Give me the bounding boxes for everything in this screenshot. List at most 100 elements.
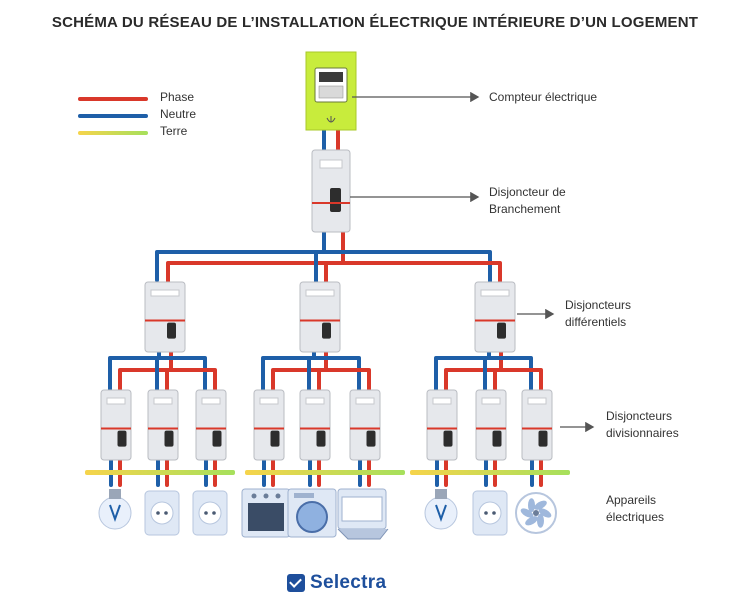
light-bulb-icon-cap [109, 489, 121, 499]
divisional-breaker [195, 389, 227, 461]
appliances [98, 488, 557, 540]
divisional-breaker-label-plate [259, 397, 279, 405]
fan-icon-blade [537, 513, 544, 528]
divisional-breaker [521, 389, 553, 461]
fan-icon-blade [525, 516, 538, 526]
fan-icon-hub [533, 510, 539, 516]
socket-icon-pin [492, 511, 496, 515]
light-bulb-icon-glass [98, 496, 132, 530]
callout-differentiels-line1: Disjoncteurs [565, 298, 632, 312]
callout-divisionnaires-line1: Disjoncteurs [606, 409, 673, 423]
socket-icon-pin [164, 511, 168, 515]
divisional-breaker-label-plate [153, 397, 173, 405]
light-bulb-icon-cap [435, 489, 447, 499]
checkbox-icon [287, 574, 305, 592]
callout-appareils-line2: électriques [606, 510, 665, 524]
earth-bars [85, 470, 570, 475]
differential-breaker-label-plate [150, 289, 180, 297]
light-bulb-icon-filament [435, 504, 447, 522]
callout-differentiels-line2: différentiels [565, 315, 627, 329]
legend-phase-label: Phase [160, 90, 195, 104]
earth-bar [410, 470, 570, 475]
differential-breaker-toggle [497, 322, 506, 339]
callout-compteur-line: Compteur électrique [489, 90, 598, 104]
divisional-breaker [426, 389, 458, 461]
oven-icon-door [248, 503, 284, 531]
socket-icon [192, 490, 228, 536]
differential-breaker [144, 281, 186, 353]
washing-machine-icon-drum [296, 501, 328, 533]
callout-divisionnaires-line2: divisionnaires [606, 426, 679, 440]
socket-icon-face [198, 501, 222, 525]
legend-neutre-label: Neutre [160, 107, 197, 121]
dishwasher-icon [337, 488, 389, 540]
oven-icon-knob [275, 493, 281, 499]
divisional-breaker-toggle [538, 430, 548, 447]
differential-breaker [299, 281, 341, 353]
socket-icon-pin [204, 511, 208, 515]
divisional-breaker [100, 389, 132, 461]
socket-icon [472, 490, 508, 536]
socket-icon-pin [156, 511, 160, 515]
electric-meter [305, 51, 357, 131]
light-bulb-icon-filament [109, 504, 121, 522]
divisional-breaker-toggle [164, 430, 174, 447]
divisional-breaker-toggle [492, 430, 502, 447]
light-bulb-icon [98, 489, 132, 530]
wire-neutre [155, 250, 492, 284]
divisional-breaker-toggle [270, 430, 280, 447]
socket-icon-face [150, 501, 174, 525]
callout-appareils-line1: Appareils [606, 493, 657, 507]
washing-machine-icon-panel [294, 493, 314, 498]
callout-compteur: Compteur électrique [489, 89, 597, 106]
divisional-breaker [475, 389, 507, 461]
callout-branchement-line2: Branchement [489, 202, 561, 216]
brand-name: Selectra [310, 572, 387, 593]
dishwasher-icon-door [337, 528, 389, 540]
diagram-title: SCHÉMA DU RÉSEAU DE L’INSTALLATION ÉLECT… [51, 14, 699, 31]
divisional-breaker-label-plate [106, 397, 126, 405]
legend-neutre-line [78, 114, 148, 118]
divisional-breaker [299, 389, 331, 461]
callout-differentiels: Disjoncteurs différentiels [565, 297, 631, 331]
divisional-breaker [253, 389, 285, 461]
selectra-logo: Selectra [287, 570, 386, 596]
divisional-breaker [349, 389, 381, 461]
differential-breaker [474, 281, 516, 353]
fan-icon [515, 492, 557, 534]
legend-terre-label: Terre [160, 124, 188, 138]
callout-branchement: Disjoncteur de Branchement [489, 184, 566, 218]
divisional-breaker-toggle [117, 430, 127, 447]
callout-branchement-line1: Disjoncteur de [489, 185, 566, 199]
wire-phase [166, 261, 502, 284]
light-bulb-icon [424, 489, 458, 530]
washing-machine-icon [287, 488, 337, 538]
differential-breaker-label-plate [305, 289, 335, 297]
legend-phase-line [78, 97, 148, 101]
differential-breaker-label-plate [480, 289, 510, 297]
divisional-breaker-label-plate [201, 397, 221, 405]
divisional-breaker-label-plate [305, 397, 325, 405]
oven-icon [241, 488, 291, 538]
divisional-breaker-label-plate [432, 397, 452, 405]
fan-icon-blade [534, 500, 547, 510]
dishwasher-icon-rack [341, 496, 383, 522]
callout-arrows [350, 91, 595, 433]
divisional-breaker-toggle [443, 430, 453, 447]
earth-bar [245, 470, 405, 475]
fan-icon-blade [520, 508, 534, 518]
wiring [108, 128, 543, 487]
breakers [100, 281, 553, 461]
divisional-breaker-toggle [316, 430, 326, 447]
callout-appareils: Appareils électriques [606, 492, 664, 526]
fan-icon-blade [528, 498, 535, 513]
main-breaker [311, 149, 351, 233]
oven-icon-knob [263, 493, 269, 499]
divisional-breaker-label-plate [481, 397, 501, 405]
divisional-breaker-toggle [366, 430, 376, 447]
divisional-breaker-label-plate [355, 397, 375, 405]
divisional-breaker [147, 389, 179, 461]
socket-icon-pin [212, 511, 216, 515]
divisional-breaker-label-plate [527, 397, 547, 405]
